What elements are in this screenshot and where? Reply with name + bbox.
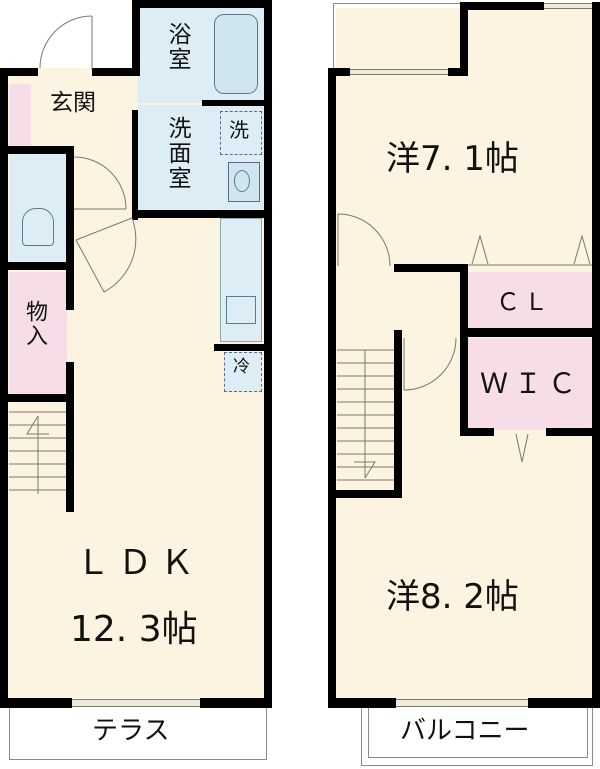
wall [460, 328, 600, 337]
toilet-icon [22, 208, 54, 246]
balcony-label: バルコニー [400, 716, 530, 746]
sink-bowl-icon [234, 170, 250, 192]
closet-door-icon [468, 234, 592, 266]
wic-label: ＷＩＣ [480, 367, 583, 400]
wall [546, 428, 600, 436]
wic-door-icon [515, 433, 529, 463]
wall [202, 100, 268, 106]
balcony-inner [368, 702, 588, 758]
kitchen-sink-icon [226, 296, 256, 324]
upper-window [350, 69, 448, 75]
wall [132, 0, 272, 8]
wall [264, 0, 272, 708]
wall [0, 394, 74, 402]
entrance-door-icon [39, 15, 93, 70]
wall [328, 698, 396, 708]
wall [460, 264, 468, 436]
wall [132, 110, 138, 220]
washer-space [220, 111, 262, 155]
wall [394, 264, 468, 272]
closet-floor [468, 272, 592, 328]
toilet-floor [9, 152, 67, 262]
wall [460, 2, 544, 10]
top-window [544, 3, 592, 9]
wall [528, 698, 600, 708]
wall [394, 330, 402, 498]
wic-floor [468, 338, 592, 430]
balcony-window [396, 699, 528, 707]
fridge-space [224, 352, 262, 392]
lower-bedroom-label: 洋8. 2帖 [386, 577, 519, 617]
wall [328, 490, 402, 498]
storage-floor [9, 272, 67, 396]
entrance-shoebox [9, 84, 31, 146]
wall [0, 68, 8, 708]
wall [200, 698, 272, 708]
wall [0, 146, 74, 154]
wall [328, 264, 336, 274]
wall [460, 2, 468, 76]
wall [0, 262, 74, 270]
wall [92, 68, 138, 76]
terrace-window [72, 699, 200, 707]
upper-bedroom-label: 洋7. 1帖 [386, 139, 519, 179]
floor-1-plan: テラス [0, 0, 280, 769]
washroom-label: 洗面室 [164, 116, 190, 191]
terrace-label: テラス [92, 716, 170, 746]
toilet-door-icon [73, 156, 127, 210]
wall [328, 68, 350, 76]
stairs-floor-2 [337, 349, 399, 481]
bath-label: 浴室 [164, 22, 190, 72]
floor-2-plan: バルコニー [320, 0, 600, 769]
upper-bedroom-door-icon [337, 213, 391, 267]
wall [448, 68, 468, 76]
kitchen-counter [220, 218, 262, 342]
wall [66, 262, 74, 310]
ldk-size-label: 12. 3帖 [70, 609, 198, 650]
wall [460, 428, 494, 436]
wall [66, 362, 74, 512]
ldk-label: ＬＤＫ [76, 543, 202, 583]
wall [132, 0, 140, 76]
lower-bedroom-door-icon [403, 337, 457, 391]
stairs-floor-1 [9, 411, 67, 494]
storage-label: 物入 [22, 300, 47, 348]
wall [132, 210, 268, 218]
wall [592, 2, 600, 708]
closet-label: ＣＬ [496, 288, 552, 316]
ldk-door-icon [75, 217, 137, 293]
wall [66, 146, 74, 266]
wall [0, 698, 72, 708]
fridge-label: 冷 [233, 357, 250, 377]
wall [0, 68, 38, 76]
wall [328, 68, 336, 708]
washer-label: 洗 [229, 118, 249, 142]
bathtub-icon [214, 14, 258, 94]
entrance-label: 玄関 [50, 90, 96, 116]
wall [214, 344, 266, 351]
